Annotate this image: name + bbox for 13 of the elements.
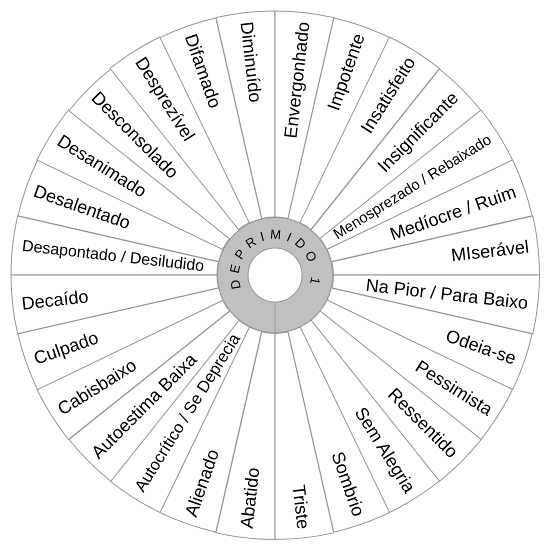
segment-label: MIserável xyxy=(450,237,530,264)
wheel-segment xyxy=(275,332,334,539)
hub-ring xyxy=(217,217,333,333)
segment-label: Na Pior / Para Baixo xyxy=(365,276,530,312)
wheel-segment xyxy=(11,275,218,334)
segment-label: Desapontado / Desiludido xyxy=(20,238,204,275)
segment-label: Envergonhado xyxy=(282,20,312,139)
segment-label: Culpado xyxy=(31,328,101,368)
segment-label: Diminuído xyxy=(238,20,264,104)
segment-label: Abatido xyxy=(238,466,262,530)
segment-label: Sombrio xyxy=(328,449,368,519)
segment-label: Triste xyxy=(290,483,312,530)
segment-label: Decaído xyxy=(20,287,90,312)
